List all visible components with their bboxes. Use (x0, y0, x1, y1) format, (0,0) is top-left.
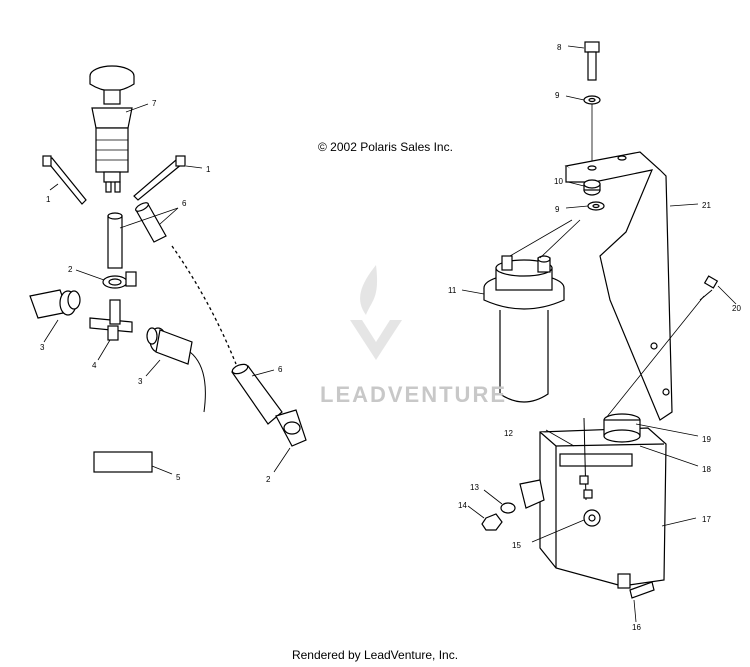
fuel-hose-lower[interactable] (231, 363, 283, 425)
callout-6-lower: 6 (278, 365, 283, 374)
fuel-pump-canister[interactable] (483, 255, 565, 403)
callout-20: 20 (732, 304, 741, 313)
fuel-hose-angled[interactable] (134, 201, 167, 243)
mounting-bracket[interactable] (564, 151, 673, 421)
footer-credit: Rendered by LeadVenture, Inc. (291, 648, 459, 662)
spacer[interactable] (583, 179, 601, 196)
callout-4: 4 (92, 361, 97, 370)
drain-fitting[interactable] (629, 581, 655, 599)
hose-clamp-upper[interactable] (102, 271, 137, 289)
callout-9-upper: 9 (555, 91, 560, 100)
callout-2-upper: 2 (68, 265, 73, 274)
callout-18: 18 (702, 465, 711, 474)
callout-12: 12 (504, 429, 513, 438)
hose-clamp-lower[interactable] (275, 409, 307, 447)
leadventure-logo (350, 265, 402, 360)
callout-11: 11 (448, 286, 457, 295)
callout-10: 10 (554, 177, 563, 186)
watermark: LEADVENTURE (320, 382, 508, 407)
callout-3-left: 3 (40, 343, 45, 352)
vent-line[interactable] (579, 417, 593, 501)
fuel-line-left[interactable] (29, 289, 81, 319)
washer-upper[interactable] (583, 95, 601, 105)
callout-2-lower: 2 (266, 475, 271, 484)
callout-19: 19 (702, 435, 711, 444)
callout-13: 13 (470, 483, 479, 492)
callout-5: 5 (176, 473, 181, 482)
mounting-screw[interactable] (699, 275, 719, 301)
callout-8: 8 (557, 43, 562, 52)
fuel-line-right[interactable] (146, 327, 193, 365)
sight-glass[interactable] (583, 509, 601, 527)
cable-tie-left[interactable] (42, 155, 87, 205)
callout-17: 17 (702, 515, 711, 524)
washer-lower[interactable] (587, 201, 605, 211)
callout-9-lower: 9 (555, 205, 560, 214)
decal-label[interactable] (93, 451, 153, 473)
callout-7: 7 (152, 99, 157, 108)
cable-tie-right[interactable] (133, 155, 186, 201)
oil-tank[interactable] (539, 413, 667, 589)
callout-3-right: 3 (138, 377, 143, 386)
callout-15: 15 (512, 541, 521, 550)
callout-21: 21 (702, 201, 711, 210)
callout-14: 14 (458, 501, 467, 510)
tank-washer[interactable] (500, 502, 516, 514)
fuel-hose-short[interactable] (107, 212, 123, 269)
copyright-notice: © 2002 Polaris Sales Inc. (318, 140, 453, 154)
tank-nut[interactable] (481, 513, 503, 531)
callout-6-upper: 6 (182, 199, 187, 208)
callout-16: 16 (632, 623, 641, 632)
primer-pump[interactable] (89, 65, 135, 193)
callout-1-left: 1 (46, 195, 51, 204)
callout-1-right: 1 (206, 165, 211, 174)
tee-fitting[interactable] (89, 299, 133, 341)
mounting-bolt[interactable] (584, 41, 600, 81)
